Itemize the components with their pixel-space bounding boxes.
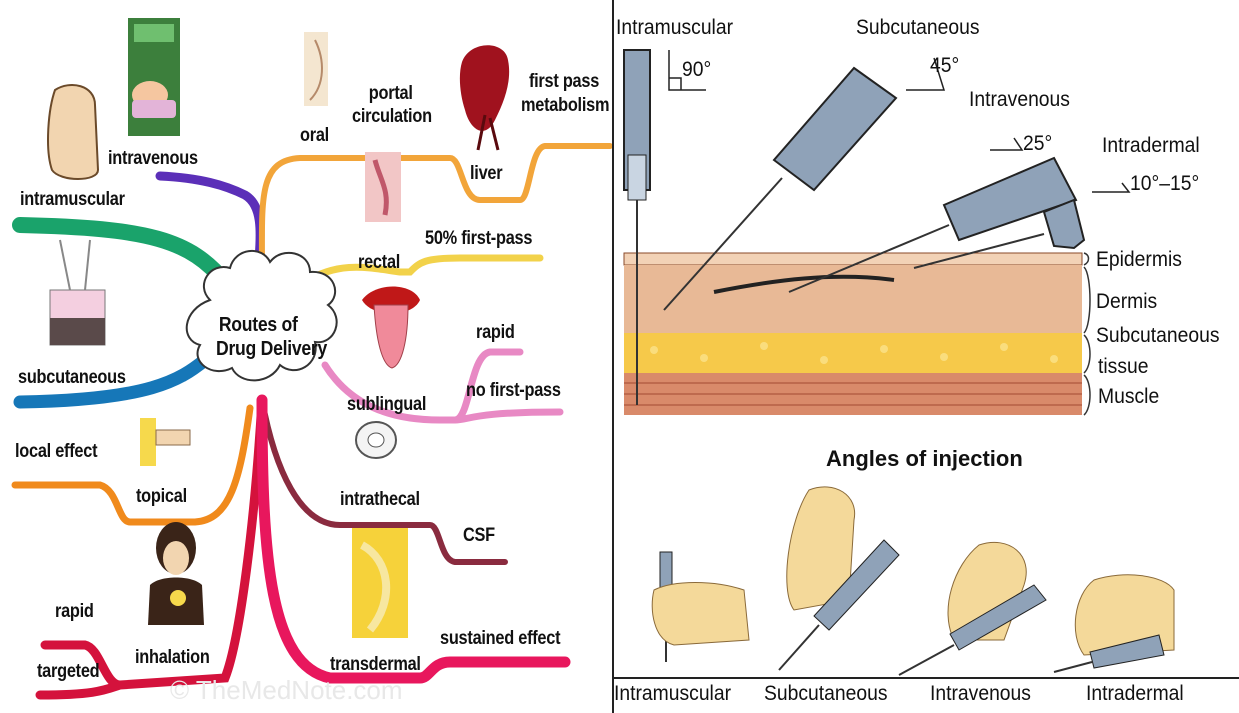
bottom-label-intramuscular: Intramuscular xyxy=(614,682,731,706)
label-targeted: targeted xyxy=(37,661,99,683)
watermark: © TheMedNote.com xyxy=(170,675,403,706)
iv-patient-illustration xyxy=(128,18,180,136)
vertebra-illustration xyxy=(356,422,396,458)
bottom-label-intradermal: Intradermal xyxy=(1086,682,1184,706)
layer-muscle: Muscle xyxy=(1098,385,1159,409)
top-label-intramuscular: Intramuscular xyxy=(616,16,733,40)
center-title: Routes of Drug Delivery xyxy=(216,313,300,361)
layer-subcutaneous: Subcutaneous xyxy=(1096,324,1220,348)
first-pass-line-1: first pass xyxy=(521,70,607,94)
label-sustained-effect: sustained effect xyxy=(440,628,560,650)
label-sublingual: sublingual xyxy=(347,394,426,416)
branch-intramuscular xyxy=(20,225,225,282)
label-local-effect: local effect xyxy=(15,441,97,463)
angle-intradermal: 10°–15° xyxy=(1130,172,1199,196)
inhalation-woman-illustration xyxy=(148,522,204,625)
top-label-intradermal: Intradermal xyxy=(1102,134,1200,158)
topical-hand-illustration xyxy=(140,418,190,466)
center-title-line-2: Drug Delivery xyxy=(216,337,300,361)
hand-intravenous xyxy=(899,542,1046,675)
angle-intravenous: 25° xyxy=(1023,132,1052,156)
label-50-first-pass: 50% first-pass xyxy=(425,228,532,250)
label-portal-circulation: portal circulation xyxy=(352,82,429,128)
figure-title: Angles of injection xyxy=(826,446,1023,472)
first-pass-line-2: metabolism xyxy=(521,94,607,118)
label-subcutaneous: subcutaneous xyxy=(18,367,126,389)
hand-intradermal xyxy=(1054,575,1174,672)
hand-subcutaneous xyxy=(779,487,899,670)
label-csf: CSF xyxy=(463,525,495,547)
skin-layers-illustration xyxy=(50,240,105,345)
arm-muscle-illustration xyxy=(48,85,98,179)
label-intrathecal: intrathecal xyxy=(340,489,420,511)
label-no-first-pass: no first-pass xyxy=(466,380,561,402)
label-first-pass-metabolism: first pass metabolism xyxy=(521,70,607,118)
portal-line-2: circulation xyxy=(352,105,429,128)
label-rectal: rectal xyxy=(358,252,400,274)
label-intramuscular: intramuscular xyxy=(20,189,125,211)
tongue-illustration xyxy=(362,287,420,369)
label-transdermal: transdermal xyxy=(330,654,421,676)
label-intravenous: intravenous xyxy=(108,148,198,170)
label-topical: topical xyxy=(136,486,187,508)
rectum-illustration xyxy=(365,152,401,222)
branch-rectal xyxy=(305,258,540,282)
layer-tissue: tissue xyxy=(1098,355,1148,379)
label-inhalation: inhalation xyxy=(135,647,210,669)
transdermal-patch-illustration xyxy=(352,528,408,638)
portal-line-1: portal xyxy=(352,82,429,105)
branch-topical xyxy=(15,408,250,522)
center-title-line-1: Routes of xyxy=(216,313,300,337)
hand-intramuscular xyxy=(652,552,749,662)
bottom-label-intravenous: Intravenous xyxy=(930,682,1031,706)
injection-angles-panel: Intramuscular Subcutaneous Intravenous I… xyxy=(614,0,1239,713)
routes-mind-map: Routes of Drug Delivery intravenous intr… xyxy=(0,0,614,713)
top-label-subcutaneous: Subcutaneous xyxy=(856,16,980,40)
layer-epidermis: Epidermis xyxy=(1096,248,1182,272)
top-label-intravenous: Intravenous xyxy=(969,88,1070,112)
angle-intramuscular: 90° xyxy=(682,58,711,82)
bottom-label-subcutaneous: Subcutaneous xyxy=(764,682,888,706)
angle-subcutaneous: 45° xyxy=(930,54,959,78)
label-rapid-left: rapid xyxy=(55,601,94,623)
label-liver: liver xyxy=(470,163,502,185)
label-rapid-right: rapid xyxy=(476,322,515,344)
branch-oral xyxy=(262,146,610,270)
layer-dermis: Dermis xyxy=(1096,290,1157,314)
mouth-illustration xyxy=(304,32,328,106)
liver-illustration xyxy=(460,45,509,150)
label-oral: oral xyxy=(300,125,329,147)
